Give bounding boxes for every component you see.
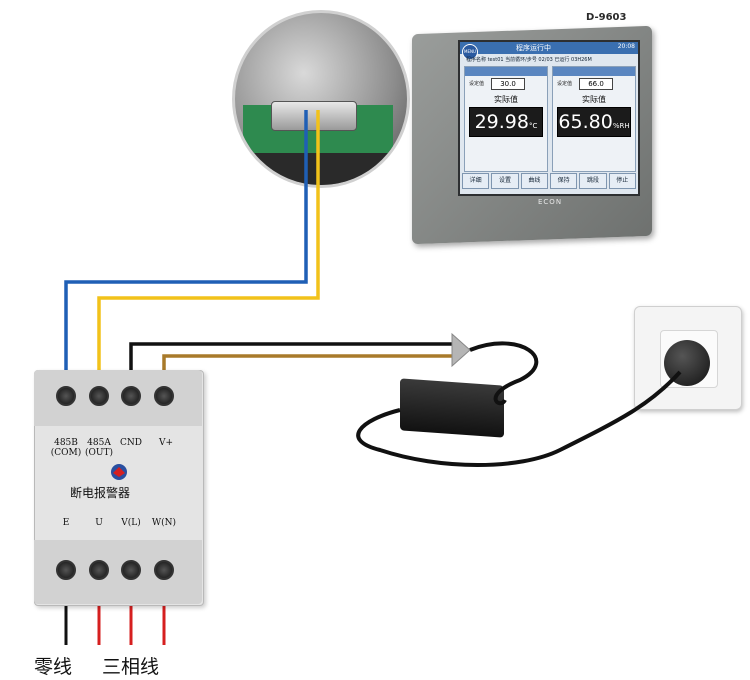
temperature-reading: 29.98 <box>474 111 529 133</box>
brand-logo-icon <box>111 464 127 480</box>
adapter-ac-cable <box>356 370 682 467</box>
temperature-setpoint[interactable]: 30.0 <box>491 78 525 90</box>
hmi-model-label: D-9603 <box>586 12 627 23</box>
terminal-label-wn: W(N) <box>151 518 177 528</box>
stop-button[interactable]: 停止 <box>608 173 636 189</box>
terminal-label-485a: 485A (OUT) <box>79 438 119 458</box>
terminal-e <box>56 560 76 580</box>
screen-program-info: 程序名称 test01 当前循环/步号 02/03 已运行 03H26M <box>466 57 592 63</box>
settings-button[interactable]: 设置 <box>491 173 519 189</box>
terminal-label-e: E <box>62 518 70 528</box>
wire-vplus <box>162 354 456 388</box>
sv-label: 设定值 <box>469 81 485 87</box>
humidity-unit: %RH <box>612 122 630 130</box>
skip-step-button[interactable]: 跳段 <box>579 173 607 189</box>
pv-label: 实际值 <box>582 95 606 104</box>
terminal-cnd <box>121 386 141 406</box>
adapter-dc-cable <box>469 341 539 406</box>
temperature-value: 29.98°C <box>469 107 543 137</box>
detail-button[interactable]: 详细 <box>462 173 490 189</box>
pv-label: 实际值 <box>494 95 518 104</box>
hold-button[interactable]: 保持 <box>549 173 578 189</box>
terminal-label-vplus: V+ <box>146 438 186 448</box>
screen-button-row: 详细 设置 曲线 保持 跳段 停止 <box>462 173 636 189</box>
humidity-panel: 设定值 66.0 实际值 65.80%RH <box>552 66 636 172</box>
terminal-sub: (OUT) <box>85 448 113 458</box>
neutral-line-label: 零线 <box>34 656 73 678</box>
temperature-panel: 设定值 30.0 实际值 29.98°C <box>464 66 548 172</box>
wire-485b <box>64 110 308 388</box>
terminal-485a <box>89 386 109 406</box>
terminal-u <box>89 560 109 580</box>
device-body <box>235 148 407 185</box>
hmi-screen: MENU 程序运行中 20:08 程序名称 test01 当前循环/步号 02/… <box>458 40 640 196</box>
terminal-name: V+ <box>158 438 174 448</box>
screen-time: 20:08 <box>617 43 635 50</box>
menu-badge[interactable]: MENU <box>462 44 478 60</box>
db9-connector <box>271 101 357 131</box>
connector-zoom-view <box>232 10 410 188</box>
terminal-name: CND <box>120 438 142 448</box>
terminal-label-vl: V(L) <box>121 518 141 528</box>
terminal-name: 485A <box>87 438 111 448</box>
screen-title: 程序运行中 <box>516 44 551 52</box>
sv-label: 设定值 <box>557 81 573 87</box>
humidity-value: 65.80%RH <box>557 107 631 137</box>
terminal-485b <box>56 386 76 406</box>
terminal-label-cnd: CND <box>111 438 151 448</box>
module-title: 断电报警器 <box>70 486 131 500</box>
curve-button[interactable]: 曲线 <box>520 173 548 189</box>
arrow-head <box>451 332 471 368</box>
wire-485a <box>97 110 320 388</box>
temperature-unit: °C <box>529 122 538 130</box>
terminal-sub: (COM) <box>50 448 82 458</box>
humidity-setpoint[interactable]: 66.0 <box>579 78 613 90</box>
screen-title-bar <box>460 42 638 54</box>
panel-header <box>553 67 635 76</box>
hmi-brand-logo: ECON <box>538 198 563 206</box>
terminal-label-485b: 485B (COM) <box>46 438 86 458</box>
panel-header <box>465 67 547 76</box>
terminal-name: 485B <box>54 438 78 448</box>
humidity-reading: 65.80 <box>558 111 613 133</box>
three-phase-label: 三相线 <box>102 656 160 678</box>
terminal-wn <box>154 560 174 580</box>
terminal-vl <box>121 560 141 580</box>
terminal-label-u: U <box>95 518 103 528</box>
terminal-vplus <box>154 386 174 406</box>
